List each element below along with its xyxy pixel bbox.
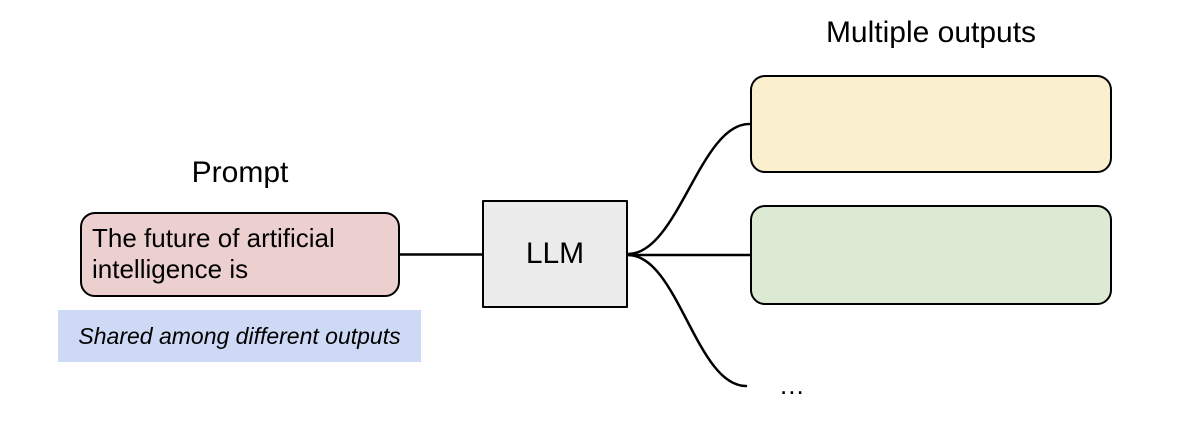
connector-llm-to-ellipsis bbox=[626, 253, 748, 388]
shared-note: Shared among different outputs bbox=[58, 310, 421, 362]
output-box-1 bbox=[750, 75, 1112, 173]
prompt-text-line-2: intelligence is bbox=[92, 254, 249, 284]
shared-note-text: Shared among different outputs bbox=[78, 322, 401, 349]
prompt-box: The future of artificial intelligence is bbox=[80, 212, 400, 297]
connector-llm-to-output-1 bbox=[626, 122, 751, 256]
output-box-2 bbox=[750, 205, 1112, 305]
multiple-outputs-label: Multiple outputs bbox=[825, 16, 1037, 49]
llm-box: LLM bbox=[482, 200, 628, 308]
llm-label: LLM bbox=[525, 237, 585, 270]
prompt-title-label: Prompt bbox=[191, 156, 289, 189]
prompt-text-line-1: The future of artificial bbox=[92, 223, 335, 253]
more-outputs-ellipsis: ... bbox=[780, 370, 805, 400]
